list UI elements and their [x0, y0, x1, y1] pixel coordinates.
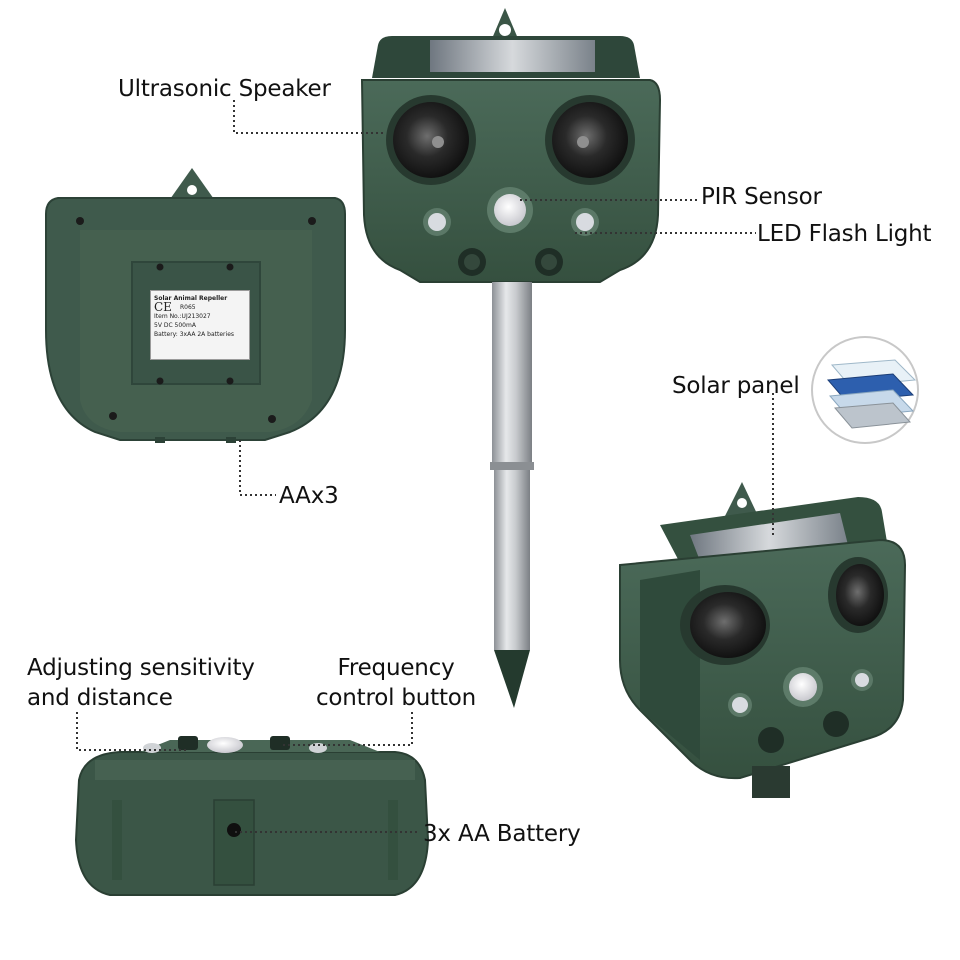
- stake-tip: [494, 650, 530, 708]
- ultrasonic-speaker-right: [545, 95, 635, 185]
- sensitivity-knob-top: [178, 736, 198, 750]
- leader-lines: [76, 100, 774, 833]
- label-frequency-line2: control button: [315, 685, 477, 711]
- label-adjusting-line2: and distance: [27, 685, 173, 711]
- led-right: [576, 213, 594, 231]
- front-device: [360, 8, 662, 708]
- battery-compartment: [213, 799, 255, 886]
- stake-upper: [492, 282, 532, 467]
- charging-port-icon: [227, 823, 241, 837]
- angled-speaker-right: [836, 564, 884, 626]
- ultrasonic-speaker-left: [386, 95, 476, 185]
- angled-stake-mount: [752, 766, 790, 798]
- bottom-device: [74, 736, 430, 896]
- sticker-title: Solar Animal Repeller: [154, 295, 228, 302]
- led-left: [428, 213, 446, 231]
- solar-strip: [430, 40, 595, 72]
- stake-lower: [494, 470, 530, 650]
- label-solar-panel: Solar panel: [672, 373, 800, 399]
- frequency-knob-top: [270, 736, 290, 750]
- hanging-hole-icon: [187, 185, 197, 195]
- pir-sensor-top: [207, 737, 243, 753]
- label-battery: 3x AA Battery: [423, 821, 581, 847]
- label-frequency-line1: Frequency: [337, 655, 455, 681]
- hanging-hole-icon: [737, 498, 747, 508]
- label-led-flash-light: LED Flash Light: [757, 221, 932, 247]
- label-adjusting-line1: Adjusting sensitivity: [27, 655, 255, 681]
- angled-speaker-left: [690, 592, 766, 658]
- sticker-battery: Battery: 3xAA 2A batteries: [154, 331, 235, 338]
- sticker-power: 5V DC 500mA: [154, 322, 196, 329]
- sticker-item: Item No.:UJ213027: [154, 313, 211, 320]
- label-aax3: AAx3: [279, 483, 339, 509]
- hanging-hole-icon: [499, 24, 511, 36]
- label-ultrasonic-speaker: Ultrasonic Speaker: [118, 76, 331, 102]
- product-sticker: Solar Animal Repeller CE R065 Item No.:U…: [150, 290, 250, 360]
- angled-device: [619, 482, 907, 798]
- ce-mark: CE: [154, 300, 172, 314]
- pir-sensor-lens: [494, 194, 526, 226]
- sticker-code: R065: [179, 304, 196, 311]
- solar-strip-angled: [690, 513, 848, 566]
- solar-panel-inset: [811, 336, 919, 444]
- angled-pir-sensor: [789, 673, 817, 701]
- label-pir-sensor: PIR Sensor: [701, 184, 822, 210]
